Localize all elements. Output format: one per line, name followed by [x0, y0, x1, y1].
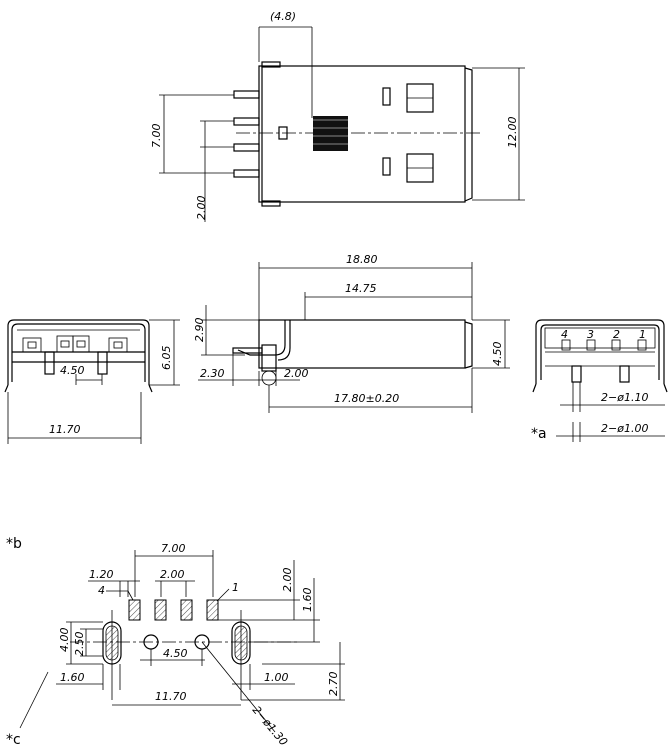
- fp-dim-span: 7.00: [161, 542, 186, 555]
- pin-2: [233, 117, 260, 126]
- note-c: *c: [6, 732, 21, 748]
- fp-pin1: 1: [232, 581, 239, 594]
- pin-4: [233, 169, 260, 178]
- rear-pin-2: 2: [613, 328, 620, 341]
- rear-pin-4: 4: [561, 328, 568, 341]
- fp-dim-post: 4.50: [163, 647, 188, 660]
- dim-pin-span: 7.00: [150, 124, 163, 149]
- fp-pin4: 4: [98, 584, 105, 597]
- dim-pin-dia: 2−ø1.10: [601, 391, 648, 404]
- pin-3: [233, 143, 260, 152]
- dim-tail: 2.30: [200, 367, 225, 380]
- dim-pitch: 2.00: [195, 196, 208, 221]
- front-view: 6.05 4.50 11.70: [4, 319, 180, 444]
- dim-total: 17.80±0.20: [334, 392, 399, 405]
- rear-pin-1: 1: [639, 328, 646, 341]
- top-view: (4.8) 7.00 2.00: [150, 10, 525, 222]
- dim-side-height: 4.50: [491, 342, 504, 367]
- dim-pin: 2.00: [284, 367, 309, 380]
- fp-dim-pitch: 2.00: [160, 568, 185, 581]
- side-view: 18.80 14.75 2.90 4.50 2.30 2.00 17.80±0.…: [193, 253, 510, 413]
- pcb-footprint: *b 7.00 1.20 2.00 4 1 2.00: [6, 536, 345, 748]
- side-body: [258, 319, 466, 369]
- fp-dim-offset: 2.70: [327, 672, 340, 697]
- dim-top-ref: (4.8): [270, 10, 296, 23]
- fp-dim-pad-h: 2.00: [281, 568, 294, 593]
- fp-dim-pad-w: 1.20: [89, 568, 114, 581]
- rear-view: 4 3 2 1 2−ø1.10 *a 2−ø1.00: [531, 319, 668, 442]
- fp-dim-width: 11.70: [155, 690, 187, 703]
- dim-post-span: 4.50: [60, 364, 85, 377]
- dim-body: 14.75: [345, 282, 377, 295]
- dim-shell: 2.90: [193, 318, 206, 343]
- fp-dim-slot-w: 2.50: [73, 632, 86, 657]
- fp-dim-edge: 1.60: [60, 671, 85, 684]
- fp-dim-slot-h: 4.00: [58, 628, 71, 653]
- pin-1: [233, 90, 260, 99]
- rear-pin-3: 3: [587, 328, 594, 341]
- note-b: *b: [6, 536, 22, 552]
- fp-dim-row: 1.60: [301, 588, 314, 613]
- note-a: *a: [531, 426, 547, 442]
- dim-front-height: 6.05: [160, 346, 173, 371]
- dim-length: 18.80: [346, 253, 378, 266]
- dim-hole-dia: 2−ø1.00: [601, 422, 648, 435]
- fp-dim-gap: 1.00: [264, 671, 289, 684]
- dim-height: 12.00: [506, 117, 519, 149]
- fp-dim-hole: 2−ø1.30: [250, 704, 290, 749]
- latch-hatch: [313, 116, 348, 151]
- top-body: [258, 65, 466, 203]
- dim-front-width: 11.70: [49, 423, 81, 436]
